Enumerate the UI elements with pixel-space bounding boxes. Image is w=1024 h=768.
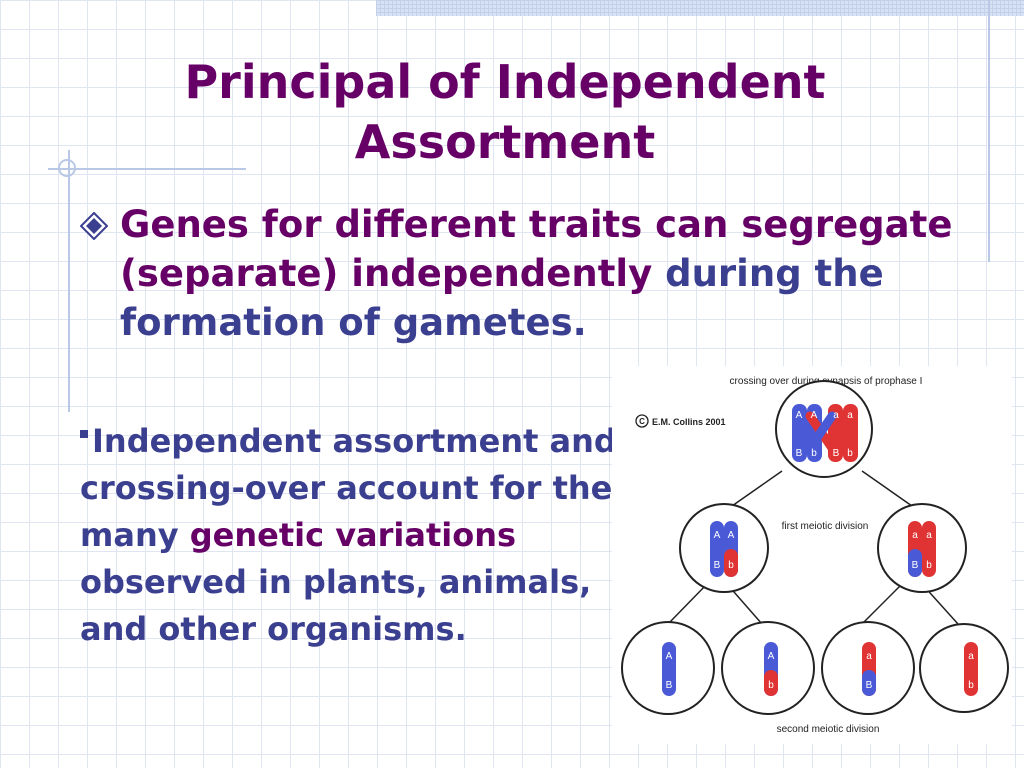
- chromosome-red: [843, 404, 858, 462]
- allele-label: a: [926, 530, 932, 541]
- allele-label: B: [912, 560, 919, 571]
- bullet2-part2: observed in plants, animals, and other o…: [80, 563, 592, 648]
- chromosome-blue: [710, 521, 724, 577]
- allele-label: a: [866, 651, 872, 662]
- copyright-mark: C E.M. Collins 2001: [635, 414, 726, 428]
- allele-label: A: [811, 410, 818, 421]
- allele-label: a: [833, 410, 839, 421]
- label-first-division: first meiotic division: [782, 521, 869, 532]
- bullet2-highlight: genetic variations: [189, 516, 517, 554]
- allele-label: B: [866, 680, 873, 691]
- title-line-1: Principal of Independent: [184, 55, 826, 109]
- allele-label: A: [728, 530, 735, 541]
- allele-label: a: [847, 410, 853, 421]
- square-bullet-icon: [80, 430, 88, 438]
- allele-label: B: [714, 560, 721, 571]
- allele-label: A: [666, 651, 673, 662]
- allele-label: b: [968, 680, 974, 691]
- top-decorative-band: [376, 0, 1024, 16]
- allele-label: B: [796, 448, 803, 459]
- copyright-symbol: C: [639, 417, 645, 426]
- meiosis-diagram: crossing over during synapsis of prophas…: [612, 366, 1012, 744]
- allele-label: b: [728, 560, 734, 571]
- chromosome-blue-segment: [908, 549, 922, 577]
- copyright-icon: [635, 414, 649, 428]
- allele-label: A: [714, 530, 721, 541]
- allele-label: b: [768, 680, 774, 691]
- allele-label: B: [833, 448, 840, 459]
- title-line-2: Assortment: [354, 115, 656, 169]
- chromosome-red-segment: [764, 670, 778, 696]
- allele-label: b: [811, 448, 817, 459]
- bullet-genes-segregate: Genes for different traits can segregate…: [80, 200, 980, 347]
- chromosome-blue-segment: [862, 670, 876, 696]
- slide-title: Principal of Independent Assortment: [90, 52, 920, 172]
- rule-circle-ornament: [58, 159, 76, 177]
- allele-label: a: [968, 651, 974, 662]
- chromosome-blue: [792, 404, 807, 462]
- bullet-genes-text-purple: Genes for different traits can segregate…: [120, 203, 953, 295]
- allele-label: b: [926, 560, 932, 571]
- bullet2-part1: Independent assortment and crossing-over…: [80, 422, 617, 554]
- copyright-text: E.M. Collins 2001: [652, 417, 726, 427]
- allele-label: a: [912, 530, 918, 541]
- diamond-bullet-icon: [80, 212, 108, 240]
- bullet-genes-text: Genes for different traits can segregate…: [120, 200, 980, 347]
- allele-label: b: [847, 448, 853, 459]
- division-lines: [667, 470, 959, 625]
- chromosome-blue: [662, 642, 676, 696]
- chromosome-red: [964, 642, 978, 696]
- chromosome-red-segment: [724, 549, 738, 577]
- bullet-genes-text-blue: during the formation of gametes.: [120, 252, 884, 344]
- crossover-strand: [805, 411, 837, 453]
- bullet-independent-assortment: Independent assortment and crossing-over…: [80, 418, 630, 653]
- allele-label: B: [666, 680, 673, 691]
- allele-label: A: [796, 410, 803, 421]
- label-second-division: second meiotic division: [777, 724, 880, 735]
- allele-label: A: [768, 651, 775, 662]
- right-vertical-rule: [988, 0, 990, 262]
- chromosome-red: [922, 521, 936, 577]
- left-horizontal-rule: [48, 168, 246, 170]
- left-vertical-rule: [68, 150, 70, 412]
